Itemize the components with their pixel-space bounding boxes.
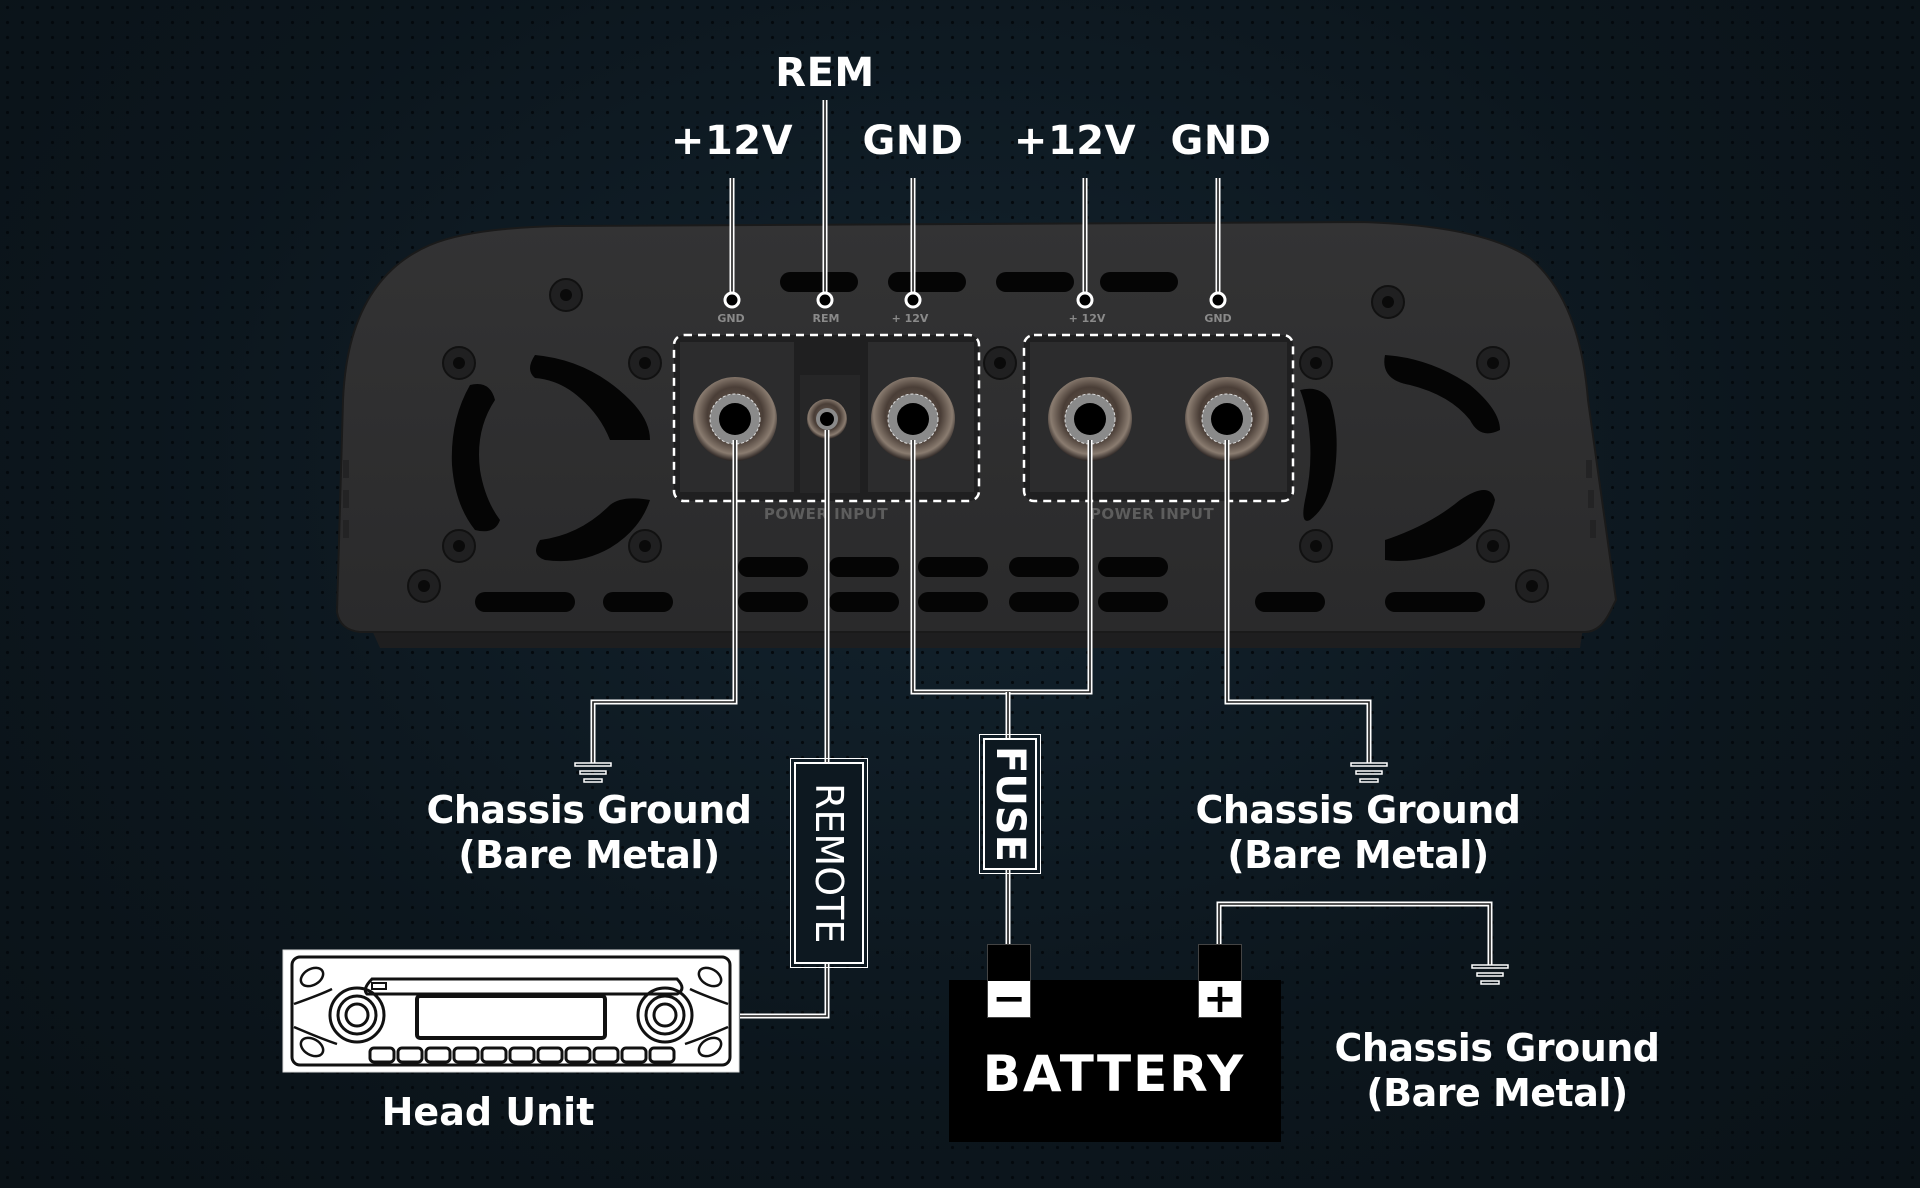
head-unit-button — [620, 1046, 648, 1064]
head-unit-button — [368, 1046, 396, 1064]
wire-battery-ground — [1216, 901, 1493, 965]
head-unit-button — [564, 1046, 592, 1064]
chassis-ground-label-left: Chassis Ground (Bare Metal) — [426, 788, 752, 878]
head-unit-button — [648, 1046, 676, 1064]
amp-terminal-label-rem: REM — [812, 312, 840, 325]
head-unit-button — [396, 1046, 424, 1064]
chassis-ground-line1: Chassis Ground — [1334, 1026, 1660, 1070]
label-gnd-right: GND — [1170, 118, 1272, 164]
connection-point-icon — [904, 291, 922, 309]
wire-ground-left — [590, 440, 738, 763]
wire-remote-lower — [740, 962, 830, 1019]
chassis-ground-line1: Chassis Ground — [426, 788, 752, 832]
remote-text: REMOTE — [807, 782, 851, 944]
wire-power-join — [910, 440, 1093, 695]
amp-top-vents — [780, 272, 1178, 292]
power-input-label: POWER INPUT — [1089, 505, 1215, 523]
amp-terminal-label-12v: + 12V — [1068, 312, 1106, 325]
ground-symbol-icon — [1471, 964, 1509, 985]
connection-point-icon — [1209, 291, 1227, 309]
battery-label: BATTERY — [982, 1045, 1246, 1103]
connection-point-icon — [816, 291, 834, 309]
label-12v-right: +12V — [1013, 118, 1137, 164]
head-unit-label: Head Unit — [381, 1090, 595, 1134]
chassis-ground-line1: Chassis Ground — [1195, 788, 1521, 832]
amp-terminal-label-12v: + 12V — [891, 312, 929, 325]
amp-screws — [407, 278, 1549, 603]
ground-symbol-icon — [574, 762, 612, 783]
chassis-ground-line2: (Bare Metal) — [458, 833, 720, 877]
chassis-ground-line2: (Bare Metal) — [1227, 833, 1489, 877]
amp-side-ribs — [343, 460, 1596, 538]
head-unit-button — [536, 1046, 564, 1064]
amp-bottom-vents — [475, 557, 1485, 612]
fuse: FUSE — [979, 734, 1041, 874]
chassis-ground-line2: (Bare Metal) — [1366, 1071, 1628, 1115]
fan-right — [1300, 355, 1500, 561]
head-unit-button — [480, 1046, 508, 1064]
label-rem: REM — [775, 50, 875, 96]
chassis-ground-label-battery: Chassis Ground (Bare Metal) — [1334, 1026, 1660, 1116]
fuse-text: FUSE — [987, 746, 1033, 862]
ground-symbol-icon — [1350, 762, 1388, 783]
label-gnd-left: GND — [862, 118, 964, 164]
wire-ground-right — [1224, 440, 1372, 763]
head-unit-button — [508, 1046, 536, 1064]
plus-icon: + — [1199, 979, 1241, 1019]
minus-icon: − — [988, 979, 1030, 1019]
fan-left — [451, 355, 650, 562]
amp-terminal-label-gnd: GND — [717, 312, 745, 325]
connection-point-icon — [1076, 291, 1094, 309]
head-unit-button — [424, 1046, 452, 1064]
connection-point-icon — [723, 291, 741, 309]
head-unit-button — [452, 1046, 480, 1064]
label-12v-left: +12V — [670, 118, 794, 164]
head-unit-button — [592, 1046, 620, 1064]
head-unit-icon — [282, 949, 740, 1073]
remote-wire-label: REMOTE — [790, 758, 868, 968]
amp-terminal-label-gnd: GND — [1204, 312, 1232, 325]
chassis-ground-label-right: Chassis Ground (Bare Metal) — [1195, 788, 1521, 878]
